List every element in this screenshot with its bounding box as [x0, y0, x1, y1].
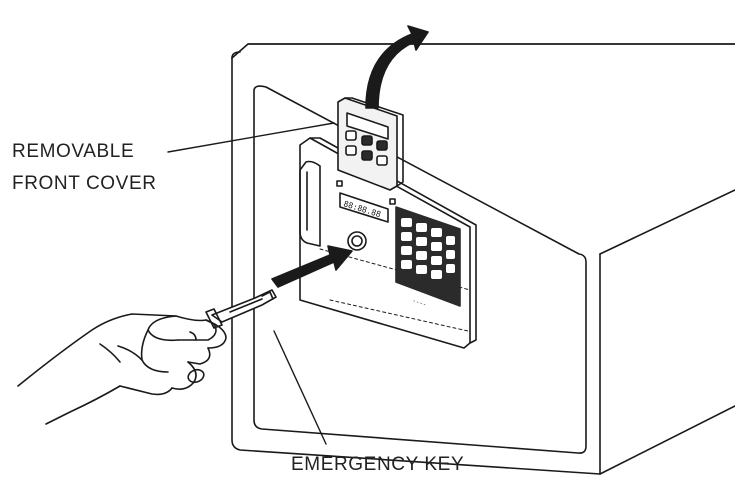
- door-frame: [253, 85, 587, 454]
- keyhole-icon: [347, 231, 367, 251]
- keypad-icon: [395, 206, 461, 307]
- hand-icon: [17, 313, 227, 425]
- label-removable: REMOVABLE: [12, 141, 135, 162]
- cover-keypad: [345, 130, 388, 166]
- leader-key: [273, 330, 327, 445]
- svg-text:88:88.88: 88:88.88: [342, 199, 382, 219]
- label-emergency-key: EMERGENCY KEY: [291, 454, 465, 475]
- insert-arrow-icon: [271, 245, 353, 288]
- removable-cover: [337, 97, 404, 191]
- lift-arrow-icon: [365, 25, 429, 109]
- leader-cover: [167, 122, 335, 153]
- key-icon: [205, 289, 277, 329]
- label-front-cover: FRONT COVER: [12, 173, 157, 194]
- safe-body: [231, 43, 735, 475]
- keypad-panel: 88:88.88: [299, 137, 477, 349]
- leader-lines: [167, 122, 335, 445]
- keypad-keys: [401, 218, 455, 279]
- svg-text:----: ----: [411, 297, 427, 308]
